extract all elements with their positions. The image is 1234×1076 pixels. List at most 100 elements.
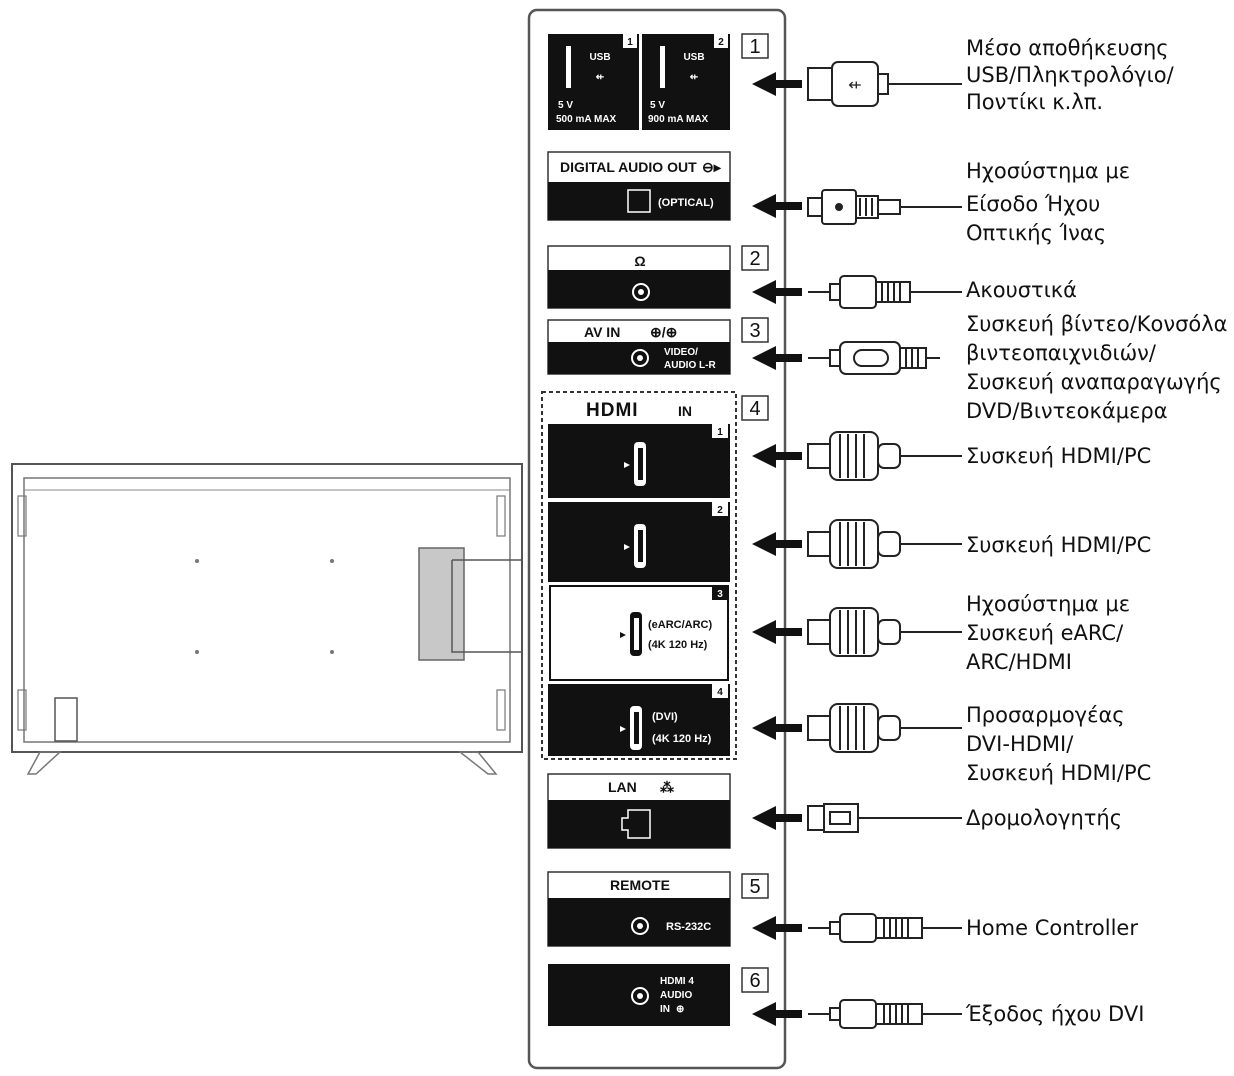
lan-title: LAN xyxy=(608,779,637,795)
svg-text:Συσκευή HDMI/PC: Συσκευή HDMI/PC xyxy=(966,761,1151,785)
network-icon: ⁂ xyxy=(660,779,674,795)
callout-3: 3 xyxy=(749,320,760,342)
callout-5: 5 xyxy=(749,876,760,898)
svg-text:Συσκευή βίντεο/Κονσόλα: Συσκευή βίντεο/Κονσόλα xyxy=(966,312,1228,336)
hdmi4-sub1: (DVI) xyxy=(652,711,678,723)
svg-text:Home Controller: Home Controller xyxy=(966,916,1138,940)
hdmi-port-3[interactable]: 3 (eARC/ARC) (4K 120 Hz) xyxy=(549,585,729,681)
hdmi3-device-line: Συσκευή eARC/ xyxy=(966,621,1124,645)
hdmi3-index: 3 xyxy=(717,589,723,600)
usb-device-line: USB/Πληκτρολόγιο/ xyxy=(966,63,1175,87)
digital-audio-out-port[interactable]: DIGITAL AUDIO OUT ⊖▸ (OPTICAL) xyxy=(547,151,731,221)
minijack-plug-icon xyxy=(808,913,962,943)
hdmi-plug-icon xyxy=(807,519,962,569)
usb-plug-icon: ⇷ xyxy=(807,61,962,107)
hdmi4-device-line: DVI-HDMI/ xyxy=(966,732,1074,756)
usb2-label: USB xyxy=(683,52,704,63)
hdmi2-index: 2 xyxy=(717,505,723,516)
usb-port-2[interactable]: 2 USB ⇷ 5 V 900 mA MAX xyxy=(642,34,730,130)
hdmi1-index: 1 xyxy=(717,427,723,438)
usb1-current: 500 mA MAX xyxy=(556,114,617,125)
ethernet-socket-icon xyxy=(621,809,651,839)
svg-text:Συσκευή HDMI/PC: Συσκευή HDMI/PC xyxy=(966,533,1151,557)
hdmi4-sub2: (4K 120 Hz) xyxy=(652,733,712,745)
usb1-label: USB xyxy=(589,52,610,63)
av-in-title: AV IN xyxy=(584,324,620,340)
svg-text:Μέσο αποθήκευσης: Μέσο αποθήκευσης xyxy=(966,36,1169,60)
hdmi3-sub2: (4K 120 Hz) xyxy=(648,639,708,651)
device-labels: Μέσο αποθήκευσης USB/Πληκτρολόγιο/ Ποντί… xyxy=(965,36,1228,1026)
arrow-headphones xyxy=(752,280,802,304)
lan-port[interactable]: LAN ⁂ xyxy=(547,773,731,849)
callout-1: 1 xyxy=(749,36,760,58)
remote-title: REMOTE xyxy=(610,877,670,893)
hdmi4-audio-in-port[interactable]: HDMI 4 AUDIO IN ⊕ xyxy=(548,964,730,1026)
usb2-current: 900 mA MAX xyxy=(648,114,709,125)
headphone-port[interactable]: Ω xyxy=(547,245,731,309)
minijack-plug-icon xyxy=(808,999,962,1029)
hdmi-plug-icon xyxy=(807,607,962,657)
hdmi-plug-icon xyxy=(807,431,962,481)
audio-jack-icon xyxy=(631,987,649,1005)
hdmi-group: HDMI IN xyxy=(541,391,737,760)
svg-text:Προσαρμογέας: Προσαρμογέας xyxy=(966,703,1125,727)
av-device-line: DVD/Βιντεοκάμερα xyxy=(966,399,1168,423)
arrow-usb xyxy=(752,72,802,96)
av-in-sub2: AUDIO L-R xyxy=(664,360,716,371)
hdmi1-device-line: Συσκευή HDMI/PC xyxy=(966,444,1151,468)
av-device-line: βιντεοπαιχνιδιών/ xyxy=(966,341,1157,365)
av-device-line: Συσκευή βίντεο/Κονσόλα xyxy=(966,312,1228,336)
hdmi4-audio-1: HDMI 4 xyxy=(660,976,694,987)
svg-text:Συσκευή eARC/: Συσκευή eARC/ xyxy=(966,621,1124,645)
hdmi3-device-line: ARC/HDMI xyxy=(966,650,1072,674)
arrow-optical xyxy=(752,194,802,218)
hdmi-port-4[interactable]: 4 (DVI) (4K 120 Hz) xyxy=(548,684,730,756)
arrow-lan xyxy=(752,806,802,830)
remote-port[interactable]: REMOTE RS-232C xyxy=(547,871,731,947)
headphones-device-line: Ακουστικά xyxy=(966,278,1077,302)
cable-plugs: ⇷ xyxy=(807,61,962,1029)
audio-in-icon: ⊕ xyxy=(676,1004,684,1015)
hdmi-in-label: IN xyxy=(678,403,692,419)
svg-text:Συσκευή αναπαραγωγής: Συσκευή αναπαραγωγής xyxy=(966,370,1222,394)
arrow-hdmi4 xyxy=(752,716,802,740)
usb-port-1[interactable]: 1 USB ⇷ 5 V 500 mA MAX xyxy=(548,34,639,130)
hdmi4-audio-3: IN xyxy=(660,1004,670,1015)
usb-symbol-icon: ⇷ xyxy=(690,72,699,83)
hdmi4-index: 4 xyxy=(717,687,723,698)
av-device-line: Συσκευή αναπαραγωγής xyxy=(966,370,1222,394)
headphone-plug-icon xyxy=(808,275,962,309)
svg-text:Ηχοσύστημα με: Ηχοσύστημα με xyxy=(966,592,1130,616)
optical-device-line: Είσοδο Ήχου xyxy=(966,192,1100,216)
svg-text:Οπτικής Ίνας: Οπτικής Ίνας xyxy=(966,221,1106,245)
callout-numbers: 1 2 3 4 5 6 xyxy=(741,33,769,993)
usb1-index: 1 xyxy=(627,37,633,48)
optical-out-icon: ⊖▸ xyxy=(702,159,722,175)
optical-plug-icon xyxy=(807,189,962,225)
usb-device-line: Ποντίκι κ.λπ. xyxy=(966,90,1103,114)
callout-4: 4 xyxy=(749,398,760,420)
hdmi3-sub1: (eARC/ARC) xyxy=(648,619,713,631)
dvi-audio-device-line: Έξοδος ήχου DVI xyxy=(965,1002,1144,1026)
svg-text:USB/Πληκτρολόγιο/: USB/Πληκτρολόγιο/ xyxy=(966,63,1175,87)
hdmi4-audio-2: AUDIO xyxy=(660,990,692,1001)
av-in-sub1: VIDEO/ xyxy=(664,347,698,358)
svg-text:Έξοδος ήχου DVI: Έξοδος ήχου DVI xyxy=(965,1002,1144,1026)
callout-6: 6 xyxy=(749,970,760,992)
rs232c-jack-icon xyxy=(631,917,649,935)
hdmi-port-1[interactable]: 1 xyxy=(548,424,730,498)
arrow-hdmi3 xyxy=(752,620,802,644)
lan-device-line: Δρομολογητής xyxy=(966,806,1122,830)
arrow-remote xyxy=(752,916,802,940)
hdmi-port-2[interactable]: 2 xyxy=(548,502,730,582)
tv-rear-view xyxy=(11,463,523,775)
arrow-hdmi1 xyxy=(752,444,802,468)
remote-sub: RS-232C xyxy=(666,921,711,933)
av-in-port[interactable]: AV IN ⊕/⊕ VIDEO/ AUDIO L-R xyxy=(547,319,731,375)
hdmi2-device-line: Συσκευή HDMI/PC xyxy=(966,533,1151,557)
svg-text:Συσκευή HDMI/PC: Συσκευή HDMI/PC xyxy=(966,444,1151,468)
headphone-jack-icon xyxy=(632,283,650,301)
svg-text:ARC/HDMI: ARC/HDMI xyxy=(966,650,1072,674)
usb-device-line: Μέσο αποθήκευσης xyxy=(966,36,1169,60)
